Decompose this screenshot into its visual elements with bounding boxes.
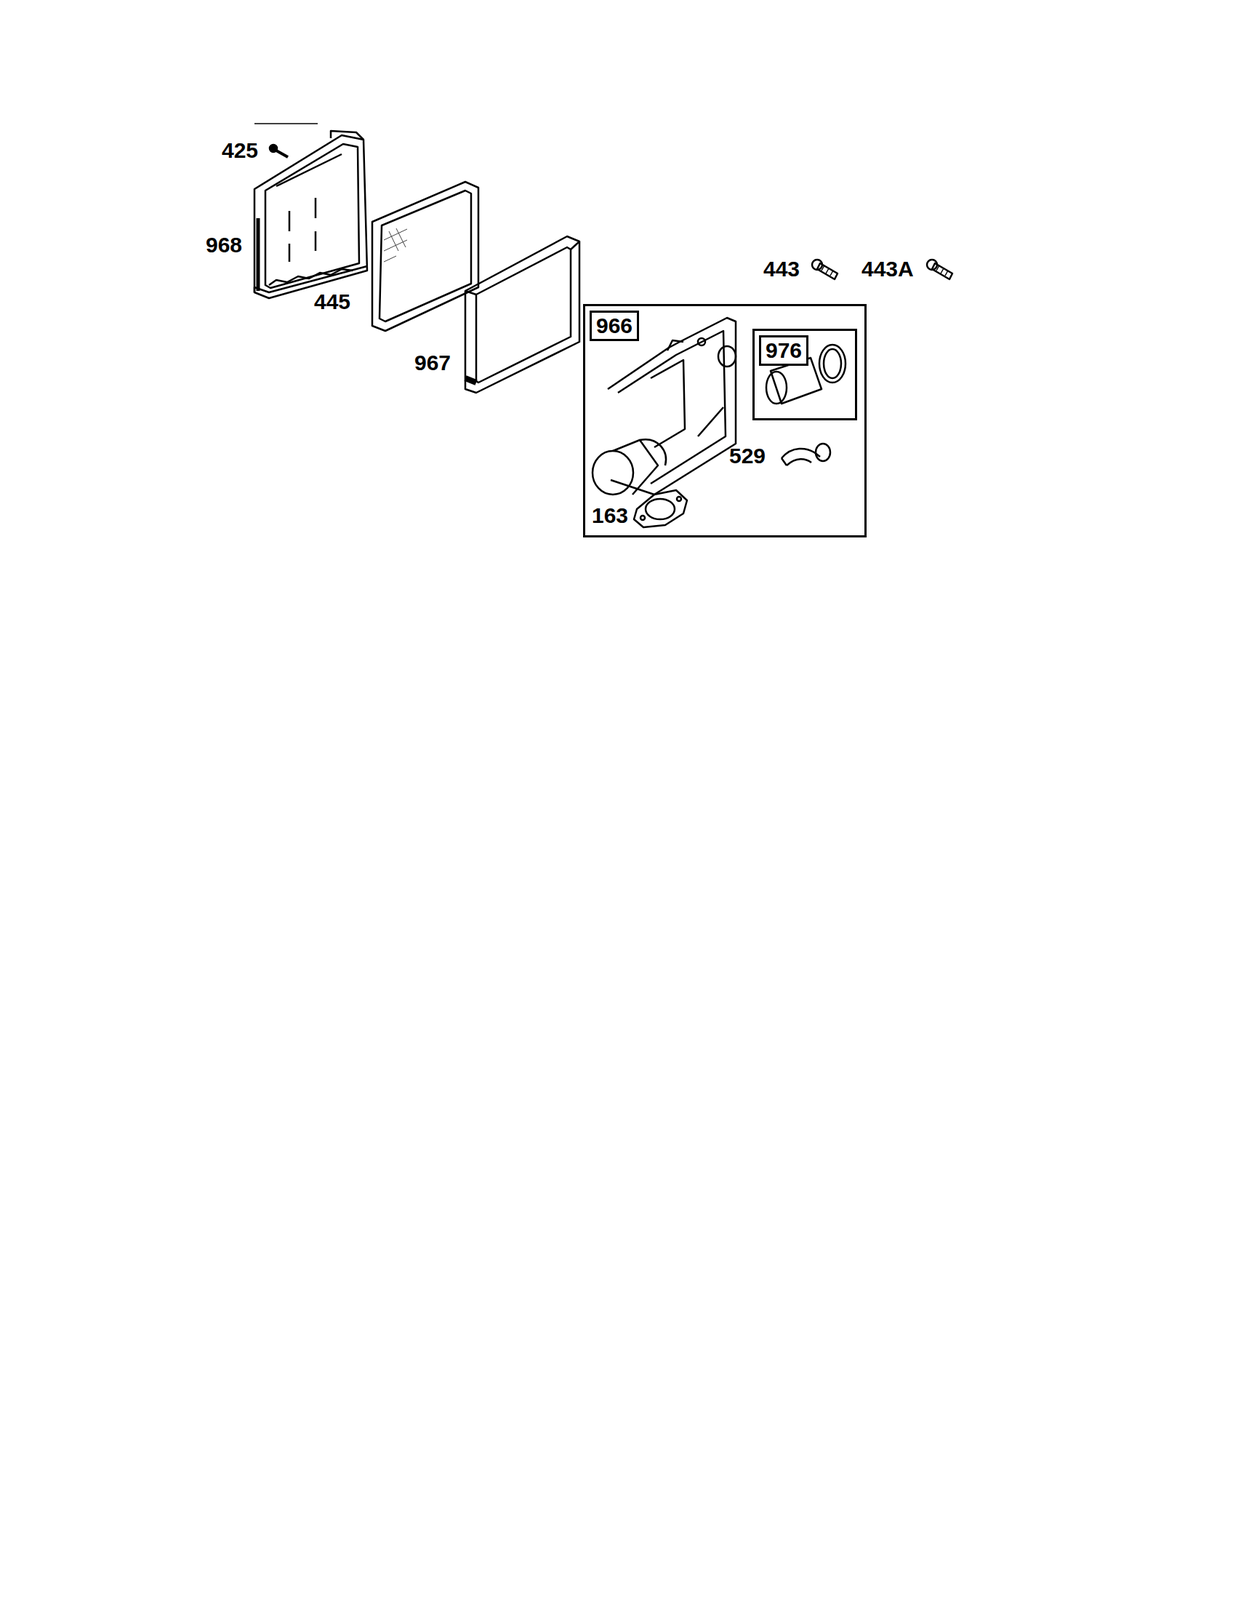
part-group-box: 966 976 xyxy=(583,303,867,538)
callout-number: 425 xyxy=(221,139,259,162)
air-filter-screen xyxy=(372,181,479,331)
callout-number: 976 xyxy=(758,335,809,366)
callout-number: 163 xyxy=(591,504,629,527)
part-group-box: 976 xyxy=(752,328,858,421)
callout-number: 445 xyxy=(314,290,351,313)
screw xyxy=(812,259,838,280)
stray-mark xyxy=(254,122,318,125)
gasket xyxy=(633,490,688,528)
elbow-hose xyxy=(781,443,831,466)
callout-number: 966 xyxy=(589,310,640,341)
screw xyxy=(269,144,288,158)
air-cleaner-cover xyxy=(254,130,368,299)
callout-number: 443A xyxy=(861,258,914,280)
screw xyxy=(926,259,953,280)
callout-number: 967 xyxy=(414,351,451,374)
air-cleaner-base xyxy=(592,317,736,495)
callout-number: 443 xyxy=(763,258,800,280)
callout-number: 529 xyxy=(729,444,766,467)
callout-number: 968 xyxy=(205,234,243,256)
air-filter xyxy=(465,236,580,393)
